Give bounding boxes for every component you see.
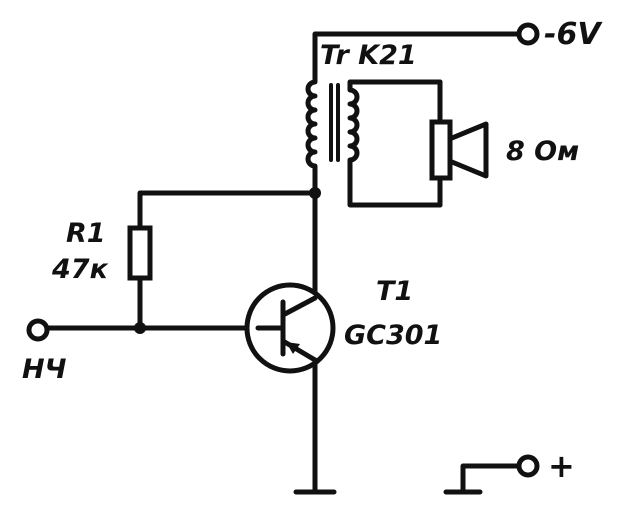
label-transformer: Tr K21 xyxy=(320,40,417,71)
resistor-r1 xyxy=(127,225,153,329)
ground-symbol-right xyxy=(443,463,523,495)
terminal-negative xyxy=(516,22,540,46)
feedback-wire xyxy=(137,190,318,301)
supply-line xyxy=(312,31,524,73)
label-transistor-type: GC301 xyxy=(344,320,442,351)
base-node xyxy=(134,322,146,334)
label-supply-negative: -6V xyxy=(544,17,603,52)
label-speaker: 8 Ом xyxy=(506,136,579,167)
transistor-t1 xyxy=(244,282,336,374)
transformer-core xyxy=(329,83,340,162)
label-resistor-value: 47к xyxy=(51,254,109,285)
label-supply-positive: + xyxy=(548,447,575,485)
speaker-symbol xyxy=(429,119,489,181)
transformer-primary-winding xyxy=(305,67,318,193)
transformer-secondary-winding xyxy=(347,79,443,208)
input-terminal xyxy=(26,318,50,342)
label-transistor-ref: T1 xyxy=(376,276,413,307)
label-resistor-ref: R1 xyxy=(66,218,106,249)
terminal-positive xyxy=(516,454,540,478)
label-input: НЧ xyxy=(22,354,67,385)
